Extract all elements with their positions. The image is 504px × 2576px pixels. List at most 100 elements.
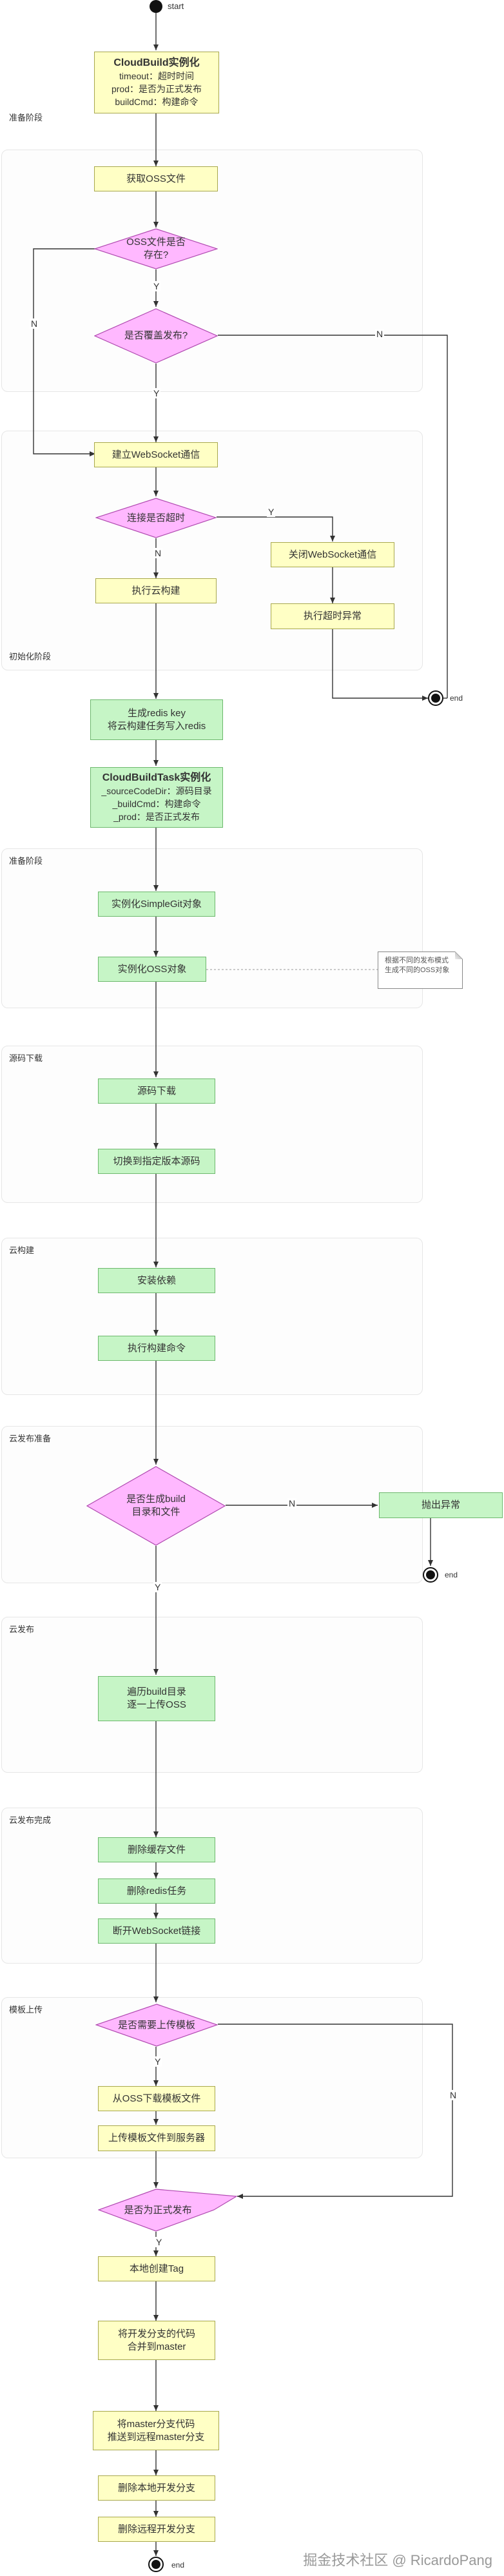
need-template-decision: 是否需要上传模板 (95, 2004, 218, 2047)
oss-exists-yes-label: Y (152, 281, 161, 291)
is-prod-yes-label: Y (155, 2237, 164, 2247)
install-deps-node: 安装依赖 (98, 1268, 215, 1293)
overwrite-yes-label: Y (152, 388, 161, 398)
oss-exists-line1: OSS文件是否 (126, 237, 186, 248)
end-node-2 (423, 1567, 438, 1583)
zone-label-publish-prepare: 云发布准备 (9, 1434, 52, 1443)
create-websocket-label: 建立WebSocket通信 (111, 449, 200, 460)
delete-cache-node: 删除缓存文件 (98, 1837, 215, 1862)
zone-label-publish-done: 云发布完成 (9, 1815, 52, 1825)
task-prod: _prod：是否正式发布 (113, 812, 200, 822)
exec-build-cmd-label: 执行构建命令 (127, 1342, 186, 1354)
delete-redis-node: 删除redis任务 (98, 1878, 215, 1904)
conn-timeout-yes-label: Y (267, 507, 276, 517)
disconnect-websocket-label: 断开WebSocket链接 (112, 1925, 201, 1937)
need-template-no-label: N (449, 2090, 458, 2100)
create-tag-label: 本地创建Tag (129, 2263, 184, 2274)
push-master-line1: 将master分支代码 (117, 2418, 195, 2430)
throw-error-node: 抛出异常 (379, 1492, 503, 1518)
note-line2: 生成不同的OSS对象 (385, 966, 450, 974)
overwrite-decision: 是否覆盖发布? (94, 308, 218, 364)
push-master-node: 将master分支代码 推送到远程master分支 (93, 2411, 219, 2450)
close-websocket-label: 关闭WebSocket通信 (288, 549, 377, 560)
start-label: start (168, 1, 184, 11)
timeout-error-node: 执行超时异常 (271, 603, 394, 629)
redis-node: 生成redis key 将云构建任务写入redis (90, 699, 223, 740)
zone-label-prepare-2: 准备阶段 (9, 856, 43, 866)
zone-label-template-upload: 模板上传 (9, 2005, 43, 2015)
merge-master-node: 将开发分支的代码 合并到master (98, 2321, 215, 2360)
delete-redis-label: 删除redis任务 (126, 1885, 187, 1897)
timeout-error-label: 执行超时异常 (303, 610, 362, 621)
watermark: 掘金技术社区 @ RicardoPang (303, 2552, 492, 2568)
note-line1: 根据不同的发布模式 (385, 957, 449, 964)
build-check-no-label: N (287, 1498, 297, 1508)
disconnect-websocket-node: 断开WebSocket链接 (98, 1918, 215, 1944)
build-check-decision: 是否生成build 目录和文件 (86, 1466, 226, 1546)
task-build-cmd: _buildCmd：构建命令 (112, 799, 201, 809)
upload-template-label: 上传模板文件到服务器 (108, 2132, 205, 2143)
install-deps-label: 安装依赖 (137, 1274, 176, 1286)
checkout-version-node: 切换到指定版本源码 (98, 1149, 215, 1174)
redis-line1: 生成redis key (127, 707, 186, 719)
conn-timeout-label: 连接是否超时 (126, 512, 185, 523)
zone-label-publish: 云发布 (9, 1625, 35, 1634)
upload-oss-line1: 遍历build目录 (127, 1686, 186, 1697)
end-node-1 (428, 690, 443, 706)
build-check-yes-label: Y (153, 1582, 162, 1592)
start-node (150, 0, 162, 13)
cloudbuild-title: CloudBuild实例化 (113, 57, 200, 68)
delete-local-branch-label: 删除本地开发分支 (117, 2482, 195, 2493)
run-cloud-build-label: 执行云构建 (131, 585, 180, 596)
is-prod-decision: 是否为正式发布 (98, 2189, 237, 2232)
create-tag-node: 本地创建Tag (98, 2256, 215, 2281)
end-node-3 (148, 2557, 164, 2572)
checkout-version-label: 切换到指定版本源码 (113, 1155, 200, 1167)
push-master-line2: 推送到远程master分支 (107, 2431, 205, 2443)
zone-cloud-build (1, 1238, 423, 1395)
overwrite-no-label: N (375, 329, 385, 339)
delete-cache-label: 删除缓存文件 (127, 1844, 186, 1855)
merge-master-line1: 将开发分支的代码 (117, 2328, 195, 2339)
upload-oss-node: 遍历build目录 逐一上传OSS (98, 1676, 215, 1721)
zone-label-cloud-build: 云构建 (9, 1245, 35, 1255)
zone-label-prepare-1: 准备阶段 (9, 113, 43, 122)
delete-local-branch-node: 删除本地开发分支 (98, 2475, 215, 2501)
upload-template-node: 上传模板文件到服务器 (98, 2125, 215, 2151)
exec-build-cmd-node: 执行构建命令 (98, 1336, 215, 1361)
need-template-yes-label: Y (153, 2056, 162, 2067)
task-source-dir: _sourceCodeDir：源码目录 (101, 786, 212, 796)
zone-prepare-2 (1, 848, 423, 1008)
download-source-node: 源码下载 (98, 1078, 215, 1104)
throw-error-label: 抛出异常 (421, 1499, 460, 1510)
zone-source-download (1, 1046, 423, 1203)
run-cloud-build-node: 执行云构建 (95, 578, 217, 603)
delete-remote-branch: 删除远程开发分支 (98, 2517, 215, 2542)
oss-exists-line2: 存在? (143, 249, 169, 260)
download-source-label: 源码下载 (137, 1085, 176, 1097)
download-template-node: 从OSS下载模板文件 (98, 2086, 215, 2111)
cloudbuildtask-instantiate-node: CloudBuildTask实例化 _sourceCodeDir：源码目录 _b… (90, 767, 223, 828)
build-check-line1: 是否生成build (126, 1494, 186, 1505)
redis-line2: 将云构建任务写入redis (107, 720, 206, 732)
need-template-label: 是否需要上传模板 (117, 2019, 195, 2031)
is-prod-label: 是否为正式发布 (124, 2204, 192, 2216)
end-label-2: end (445, 1570, 458, 1579)
zone-label-init: 初始化阶段 (9, 652, 52, 661)
task-title: CloudBuildTask实例化 (102, 772, 211, 783)
end-label-3: end (171, 2561, 185, 2570)
zone-label-source-download: 源码下载 (9, 1053, 43, 1063)
merge-master-line2: 合并到master (127, 2341, 186, 2352)
get-oss-file-label: 获取OSS文件 (126, 173, 186, 184)
cloudbuild-buildcmd: buildCmd：构建命令 (115, 97, 199, 107)
oss-mode-note: 根据不同的发布模式 生成不同的OSS对象 (378, 951, 463, 989)
cloudbuild-prod: prod：是否为正式发布 (111, 84, 202, 94)
create-websocket-node: 建立WebSocket通信 (94, 442, 218, 467)
simplegit-node: 实例化SimpleGit对象 (98, 892, 215, 917)
upload-oss-line2: 逐一上传OSS (127, 1699, 186, 1710)
download-template-label: 从OSS下载模板文件 (112, 2093, 201, 2104)
cloudbuild-instantiate-node: CloudBuild实例化 timeout：超时时间 prod：是否为正式发布 … (94, 52, 219, 113)
build-check-line2: 目录和文件 (131, 1507, 180, 1517)
conn-timeout-no-label: N (153, 548, 163, 558)
